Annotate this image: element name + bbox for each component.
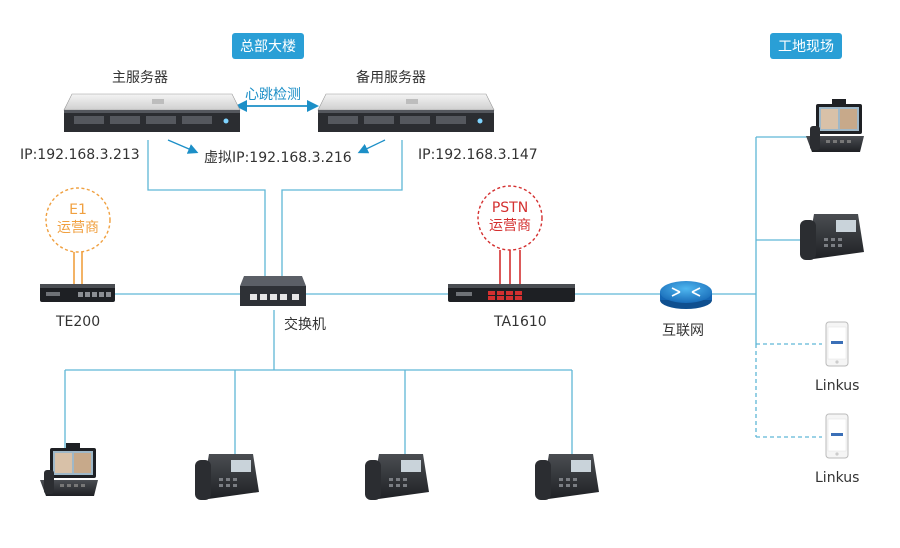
e1-provider-text: 运营商 xyxy=(57,220,99,236)
main-server-ip: IP:192.168.3.213 xyxy=(20,147,140,163)
te200-label: TE200 xyxy=(56,314,101,330)
ta1610-device xyxy=(448,284,575,302)
pstn-provider-label: PSTN 运营商 xyxy=(480,199,540,235)
main-server-label: 主服务器 xyxy=(112,70,168,86)
linkus-label-1: Linkus xyxy=(815,378,860,394)
ip-phone-site xyxy=(800,214,864,260)
te200-device xyxy=(40,284,115,302)
backup-server-label: 备用服务器 xyxy=(356,70,426,86)
mobile-phone-icon-1 xyxy=(825,321,849,367)
main-server xyxy=(63,93,241,132)
e1-provider-label: E1 运营商 xyxy=(48,201,108,237)
backup-server xyxy=(317,93,495,132)
hq-badge: 总部大楼 xyxy=(232,33,304,59)
pstn-label: PSTN xyxy=(491,200,529,216)
wireless-links xyxy=(755,343,822,438)
video-phone-hq xyxy=(40,443,98,496)
virtual-ip-arrows xyxy=(167,139,386,154)
pstn-wires xyxy=(499,250,521,286)
switch-label: 交换机 xyxy=(284,317,326,333)
ip-phone-hq-2 xyxy=(365,454,429,500)
ip-phone-hq-3 xyxy=(535,454,599,500)
e1-label: E1 xyxy=(69,202,87,218)
virtual-ip: 虚拟IP:192.168.3.216 xyxy=(204,150,352,166)
line-main-server-switch xyxy=(147,140,266,278)
video-phone-site xyxy=(806,99,864,152)
router-icon xyxy=(660,281,712,309)
connection-lines xyxy=(64,136,808,458)
heartbeat-label: 心跳检测 xyxy=(245,87,301,103)
site-badge: 工地现场 xyxy=(770,33,842,59)
mobile-phone-icon-2 xyxy=(825,413,849,459)
network-switch xyxy=(240,276,306,306)
ip-phone-hq-1 xyxy=(195,454,259,500)
e1-provider-circle xyxy=(45,187,111,253)
line-backup-server-switch xyxy=(281,140,403,278)
pstn-provider-text: 运营商 xyxy=(489,218,531,234)
internet-label: 互联网 xyxy=(662,323,704,339)
e1-wires xyxy=(73,252,83,284)
linkus-label-2: Linkus xyxy=(815,470,860,486)
ta1610-label: TA1610 xyxy=(494,314,547,330)
backup-server-ip: IP:192.168.3.147 xyxy=(418,147,538,163)
